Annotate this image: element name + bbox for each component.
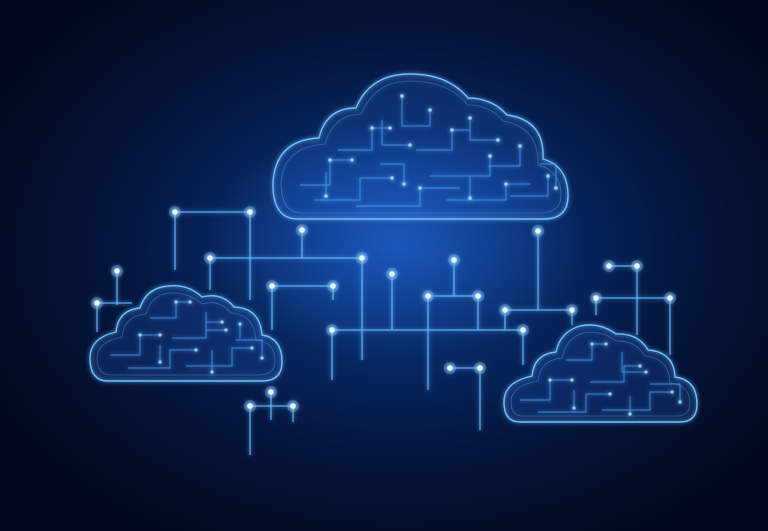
node	[532, 225, 544, 237]
node	[386, 268, 398, 280]
node	[444, 362, 456, 374]
node	[631, 260, 643, 272]
network-nodes	[91, 206, 676, 412]
node	[422, 290, 434, 302]
node	[244, 206, 256, 218]
node	[499, 304, 511, 316]
node	[448, 254, 460, 266]
node	[590, 292, 602, 304]
node	[244, 400, 256, 412]
node	[265, 386, 277, 398]
node	[287, 400, 299, 412]
node	[296, 224, 308, 236]
node	[664, 292, 676, 304]
left-cloud-circuit	[110, 300, 264, 374]
node	[326, 324, 338, 336]
node	[566, 304, 578, 316]
node	[111, 265, 123, 277]
right-cloud-circuit	[520, 342, 682, 416]
right-cloud-icon	[503, 324, 698, 423]
large-cloud-circuit	[300, 94, 558, 207]
node	[356, 252, 368, 264]
node	[266, 280, 278, 292]
node	[327, 280, 339, 292]
node	[517, 324, 529, 336]
node	[91, 297, 103, 309]
large-cloud-icon	[272, 73, 569, 220]
node	[204, 252, 216, 264]
node	[169, 206, 181, 218]
left-cloud-icon	[89, 285, 283, 382]
node	[603, 260, 615, 272]
node	[472, 290, 484, 302]
node	[474, 362, 486, 374]
